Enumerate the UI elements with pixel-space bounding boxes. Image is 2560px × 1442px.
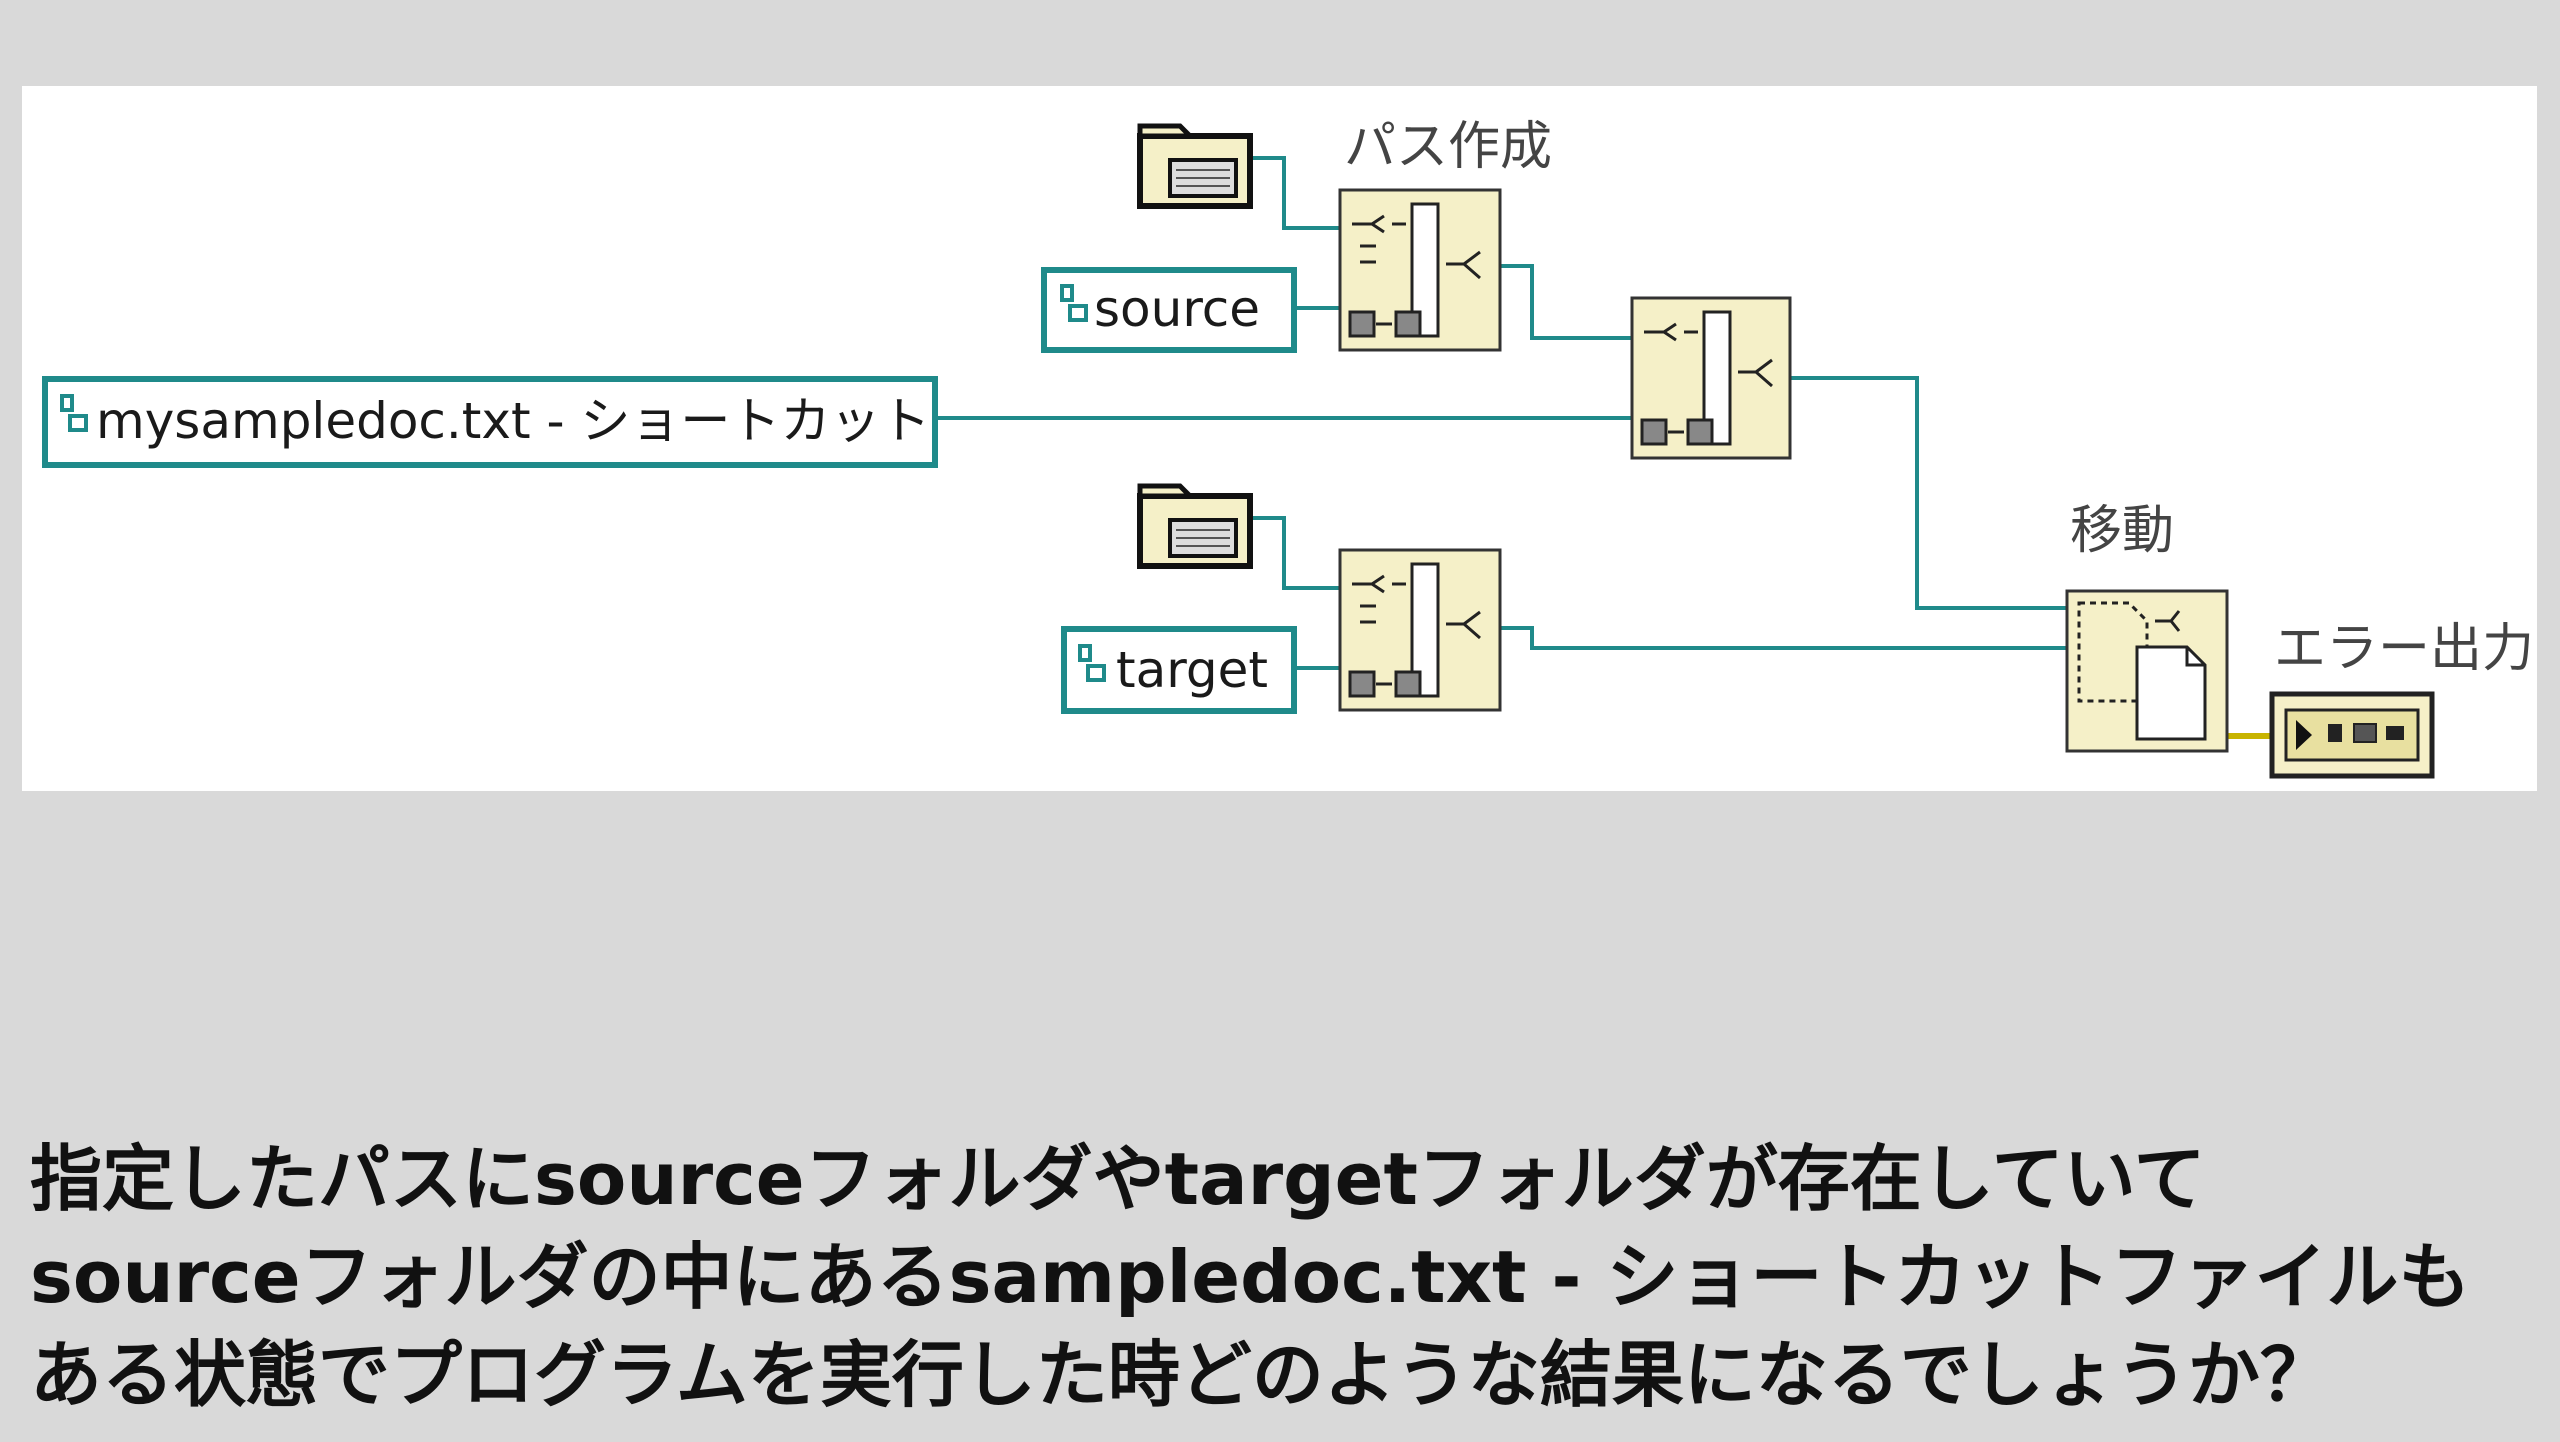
path-icon bbox=[1060, 284, 1088, 322]
error-out-label: エラー出力 bbox=[2274, 619, 2534, 679]
wire-buildpath2-to-move[interactable] bbox=[1790, 376, 2067, 610]
folder-constant-1[interactable] bbox=[1137, 123, 1253, 209]
caption-line-3: ある状態でプログラムを実行した時どのような結果になるでしょうか？ bbox=[30, 1333, 2332, 1417]
path-constant-target-label: target bbox=[1116, 641, 1268, 699]
error-out-indicator[interactable] bbox=[2269, 691, 2435, 779]
path-constant-source-label: source bbox=[1094, 280, 1260, 338]
wires bbox=[937, 156, 2272, 739]
move-file-node[interactable] bbox=[2065, 589, 2229, 753]
caption-line-2: sourceフォルダの中にあるsampledoc.txt - ショートカットファ… bbox=[30, 1235, 2471, 1319]
path-constant-mysampledoc-label: mysampledoc.txt - ショートカット bbox=[96, 392, 930, 450]
file-copy-icon bbox=[2077, 601, 2207, 741]
wire-buildpath3-to-move[interactable] bbox=[1500, 626, 2067, 650]
path-constant-source[interactable]: source bbox=[1041, 267, 1297, 353]
path-icon bbox=[1078, 644, 1106, 682]
question-caption: 指定したパスにsourceフォルダやtargetフォルダが存在していて sour… bbox=[30, 1130, 2530, 1424]
move-label: 移動 bbox=[2070, 501, 2174, 561]
build-path-node-1[interactable] bbox=[1338, 188, 1502, 352]
block-diagram: source mysampledoc.txt - ショートカット target … bbox=[42, 117, 2534, 779]
build-path-label: パス作成 bbox=[1344, 117, 1552, 177]
path-icon bbox=[60, 394, 88, 432]
wire-buildpath1-to-buildpath2[interactable] bbox=[1500, 264, 1632, 340]
block-diagram-panel: source mysampledoc.txt - ショートカット target … bbox=[22, 86, 2537, 791]
folder-constant-2[interactable] bbox=[1137, 483, 1253, 569]
path-constant-mysampledoc[interactable]: mysampledoc.txt - ショートカット bbox=[42, 376, 938, 468]
path-constant-target[interactable]: target bbox=[1061, 626, 1297, 714]
wire-folder2-to-buildpath3[interactable] bbox=[1250, 516, 1340, 590]
wire-folder1-to-buildpath1[interactable] bbox=[1250, 156, 1340, 230]
build-path-node-3[interactable] bbox=[1338, 548, 1502, 712]
build-path-node-2[interactable] bbox=[1630, 296, 1792, 460]
caption-line-1: 指定したパスにsourceフォルダやtargetフォルダが存在していて bbox=[30, 1137, 2206, 1221]
